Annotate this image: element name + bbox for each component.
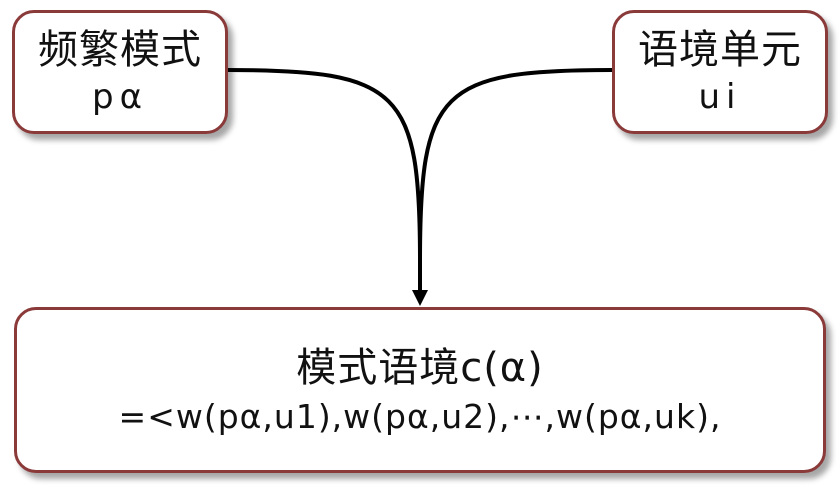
pattern-context-title: 模式语境c(α) <box>296 344 544 391</box>
context-unit-symbol: ui <box>698 76 742 117</box>
pattern-context-box: 模式语境c(α) =<w(pα,u1),w(pα,u2),⋯,w(pα,uk), <box>14 307 826 473</box>
connector-right-curve <box>418 68 613 261</box>
context-unit-box: 语境单元 ui <box>612 10 828 134</box>
pattern-context-formula: =<w(pα,u1),w(pα,u2),⋯,w(pα,uk), <box>118 396 722 436</box>
arrowhead-icon <box>412 290 428 306</box>
connector-left-curve <box>227 68 422 261</box>
frequent-pattern-symbol: pα <box>92 76 148 117</box>
context-unit-title: 语境单元 <box>638 26 802 73</box>
frequent-pattern-title: 频繁模式 <box>38 26 202 73</box>
frequent-pattern-box: 频繁模式 pα <box>12 10 228 134</box>
